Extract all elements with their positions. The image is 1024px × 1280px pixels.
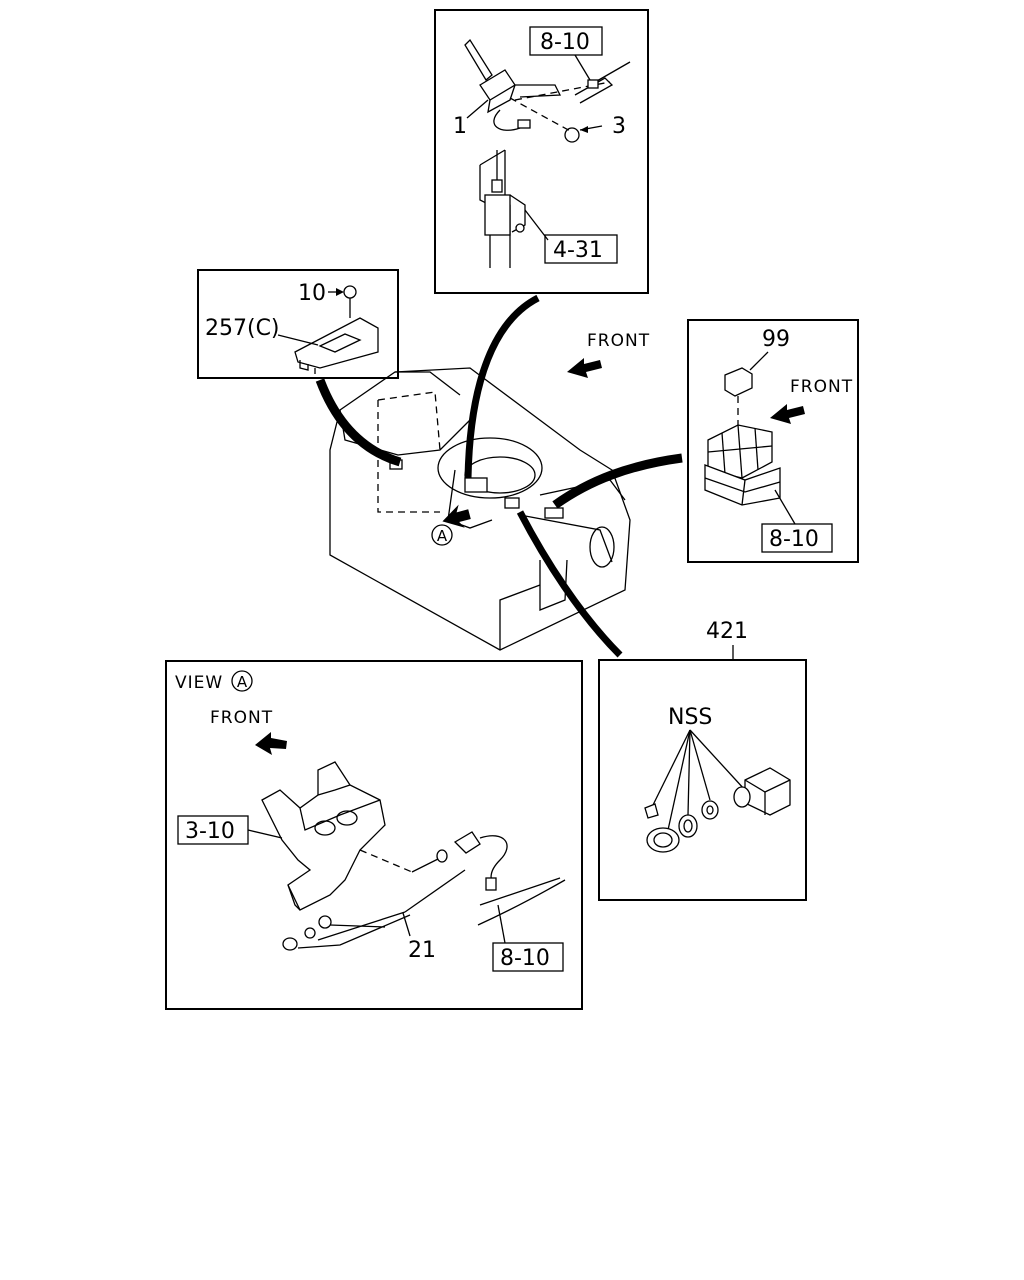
view-title-marker-label: A [237,673,248,691]
part-257c-label: 257(C) [205,316,280,341]
part-10-label: 10 [298,281,326,306]
part-421-label: 421 [706,619,748,644]
front-label-right: FRONT [790,377,853,397]
part-99-label: 99 [762,327,790,352]
combination-switch-panel: 8-10 1 3 4-31 [434,9,649,294]
front-arrow-icon [567,358,602,378]
relay-panel: 99 FRONT 8-10 [687,319,859,563]
view-marker-a-icon: A [431,524,453,546]
ref-3-10: 3-10 [185,819,235,844]
part-1-label: 1 [453,114,467,139]
ref-8-10-top: 8-10 [540,30,590,55]
window-switch-panel: 10 257(C) [197,269,399,379]
view-marker-label: A [437,527,448,545]
ref-8-10-bottom: 8-10 [500,946,550,971]
front-direction-center: FRONT [567,331,650,378]
part-3-label: 3 [612,114,626,139]
ref-4-31: 4-31 [553,238,603,263]
view-a-arrow-icon [442,504,471,528]
view-title-marker-icon: A [231,670,253,692]
front-label-center: FRONT [587,331,650,351]
ref-8-10-right: 8-10 [769,527,819,552]
front-arrow-icon [255,732,287,755]
switch-421-panel: 421 NSS [598,619,807,901]
front-label-view: FRONT [210,708,273,728]
leader-curves [315,294,683,658]
nss-label: NSS [668,705,712,730]
view-title: VIEW [175,673,223,693]
view-a-panel: VIEW A FRONT 3-10 21 [165,660,583,1010]
part-21-label: 21 [408,938,436,963]
front-arrow-icon [770,404,805,424]
dashboard-illustration [329,367,631,651]
